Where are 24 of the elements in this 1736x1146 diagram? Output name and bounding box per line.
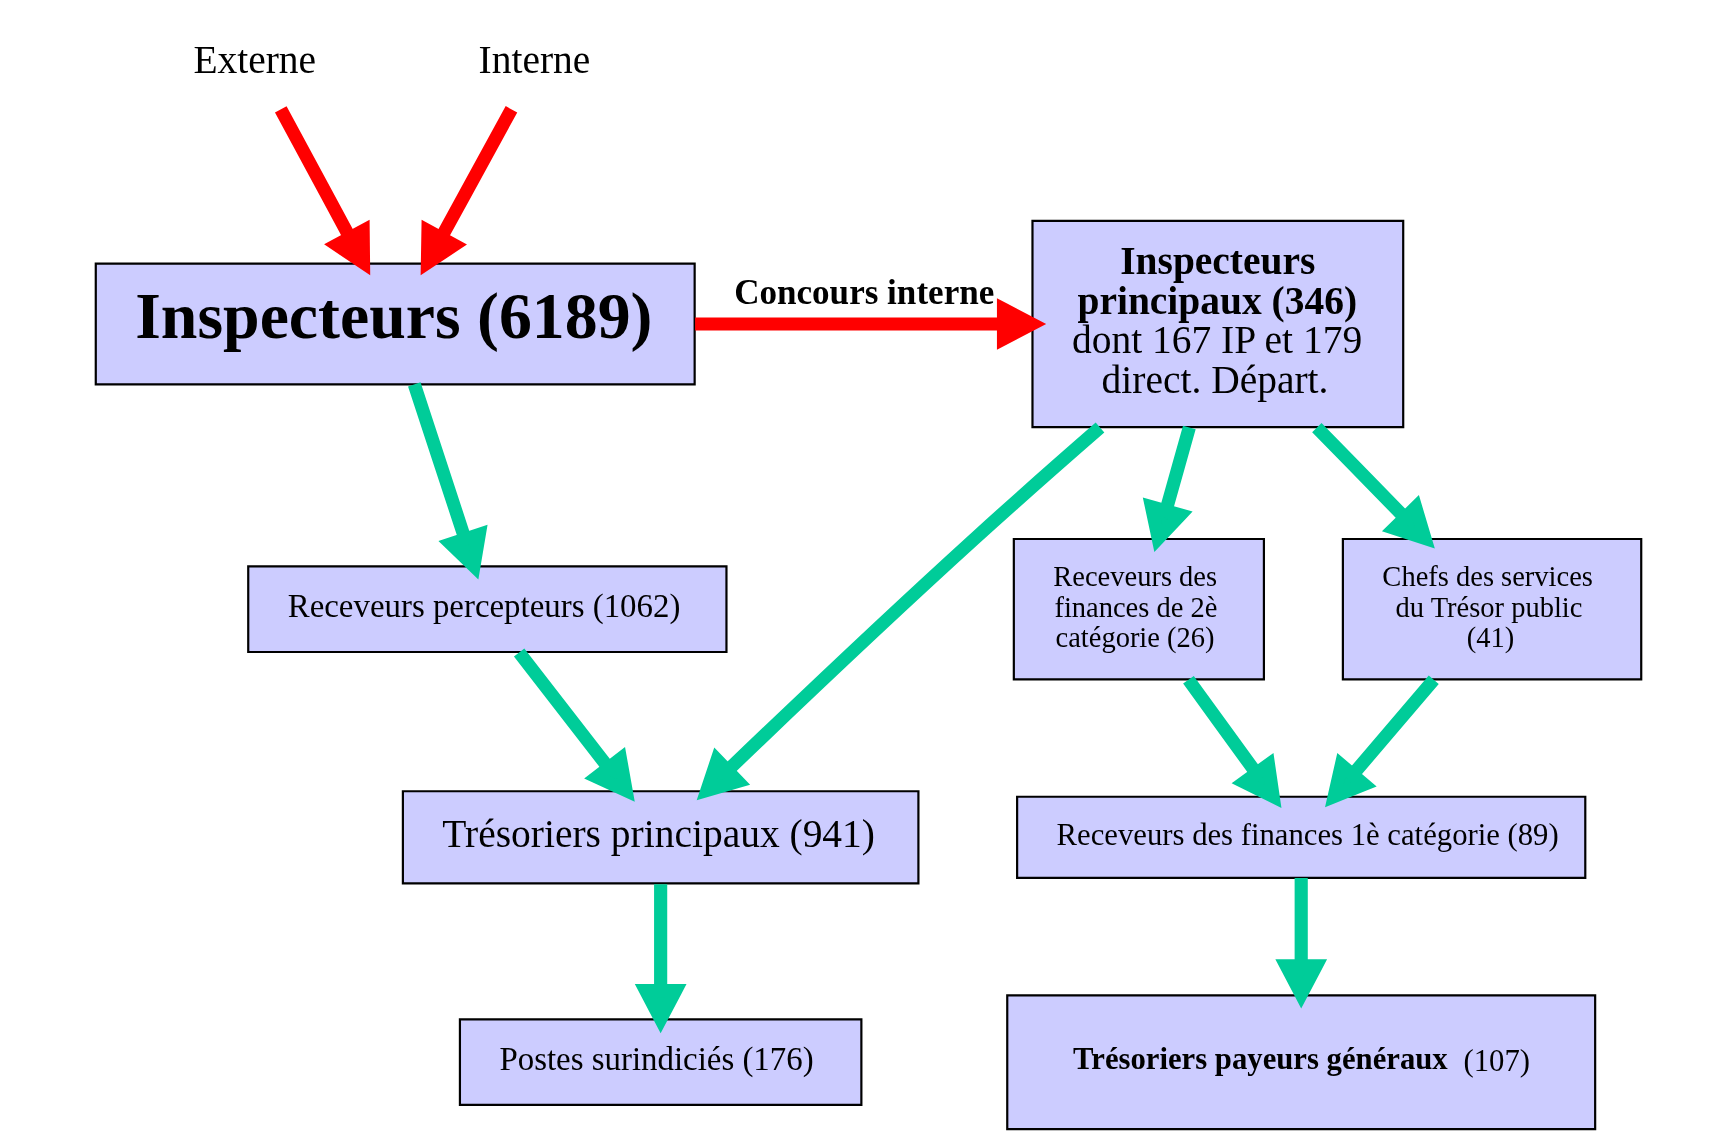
arrow <box>1182 675 1281 808</box>
node-box: Receveurs des finances de 2è catégorie (26) <box>1012 537 1265 681</box>
node-box: Inspecteurs (6189) <box>94 262 696 386</box>
edge-label: Concours interne <box>733 272 994 312</box>
node-text: Externe <box>192 37 316 82</box>
node-box: Chefs des services du Trésor public (41) <box>1341 537 1642 681</box>
arrow <box>696 422 1104 801</box>
node-text: Interne <box>478 37 590 82</box>
arrow <box>1311 423 1435 549</box>
arrow <box>420 106 517 276</box>
arrow <box>513 648 635 802</box>
arrow <box>274 106 370 276</box>
node-box: Receveurs des finances 1è catégorie (89) <box>1015 795 1586 879</box>
arrow <box>1142 425 1196 552</box>
arrow <box>407 382 488 580</box>
node-box: Receveurs percepteurs (1062) <box>246 565 728 654</box>
arrow <box>1274 877 1327 1009</box>
arrow <box>634 884 687 1034</box>
arrow <box>1324 675 1439 808</box>
node-box: Postes surindiciés (176) <box>458 1018 862 1107</box>
node-box: Trésoriers payeurs généraux (107) <box>1005 994 1596 1131</box>
node-box: Trésoriers principaux (941) <box>401 790 919 885</box>
node-box: Inspecteurs principaux (346) dont 167 IP et 179 direct. Départ. <box>1030 219 1404 429</box>
arrow <box>694 298 1046 350</box>
